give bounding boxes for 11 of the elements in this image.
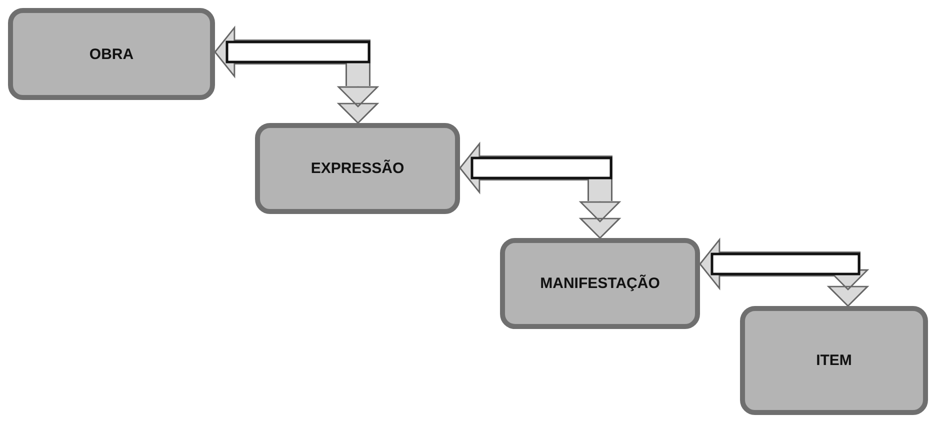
box-label: EXPRESSÃO (310, 160, 404, 177)
box-label: MANIFESTAÇÃO (540, 275, 660, 292)
bent-block-arrow (214, 26, 378, 124)
box-label: OBRA (89, 46, 134, 62)
process-box (255, 123, 460, 214)
bent-block-arrow (699, 238, 868, 307)
process-box (740, 306, 928, 415)
box-label: ITEM (816, 352, 852, 369)
process-box (500, 238, 700, 329)
bent-block-arrow (459, 142, 620, 239)
process-box (8, 8, 215, 100)
